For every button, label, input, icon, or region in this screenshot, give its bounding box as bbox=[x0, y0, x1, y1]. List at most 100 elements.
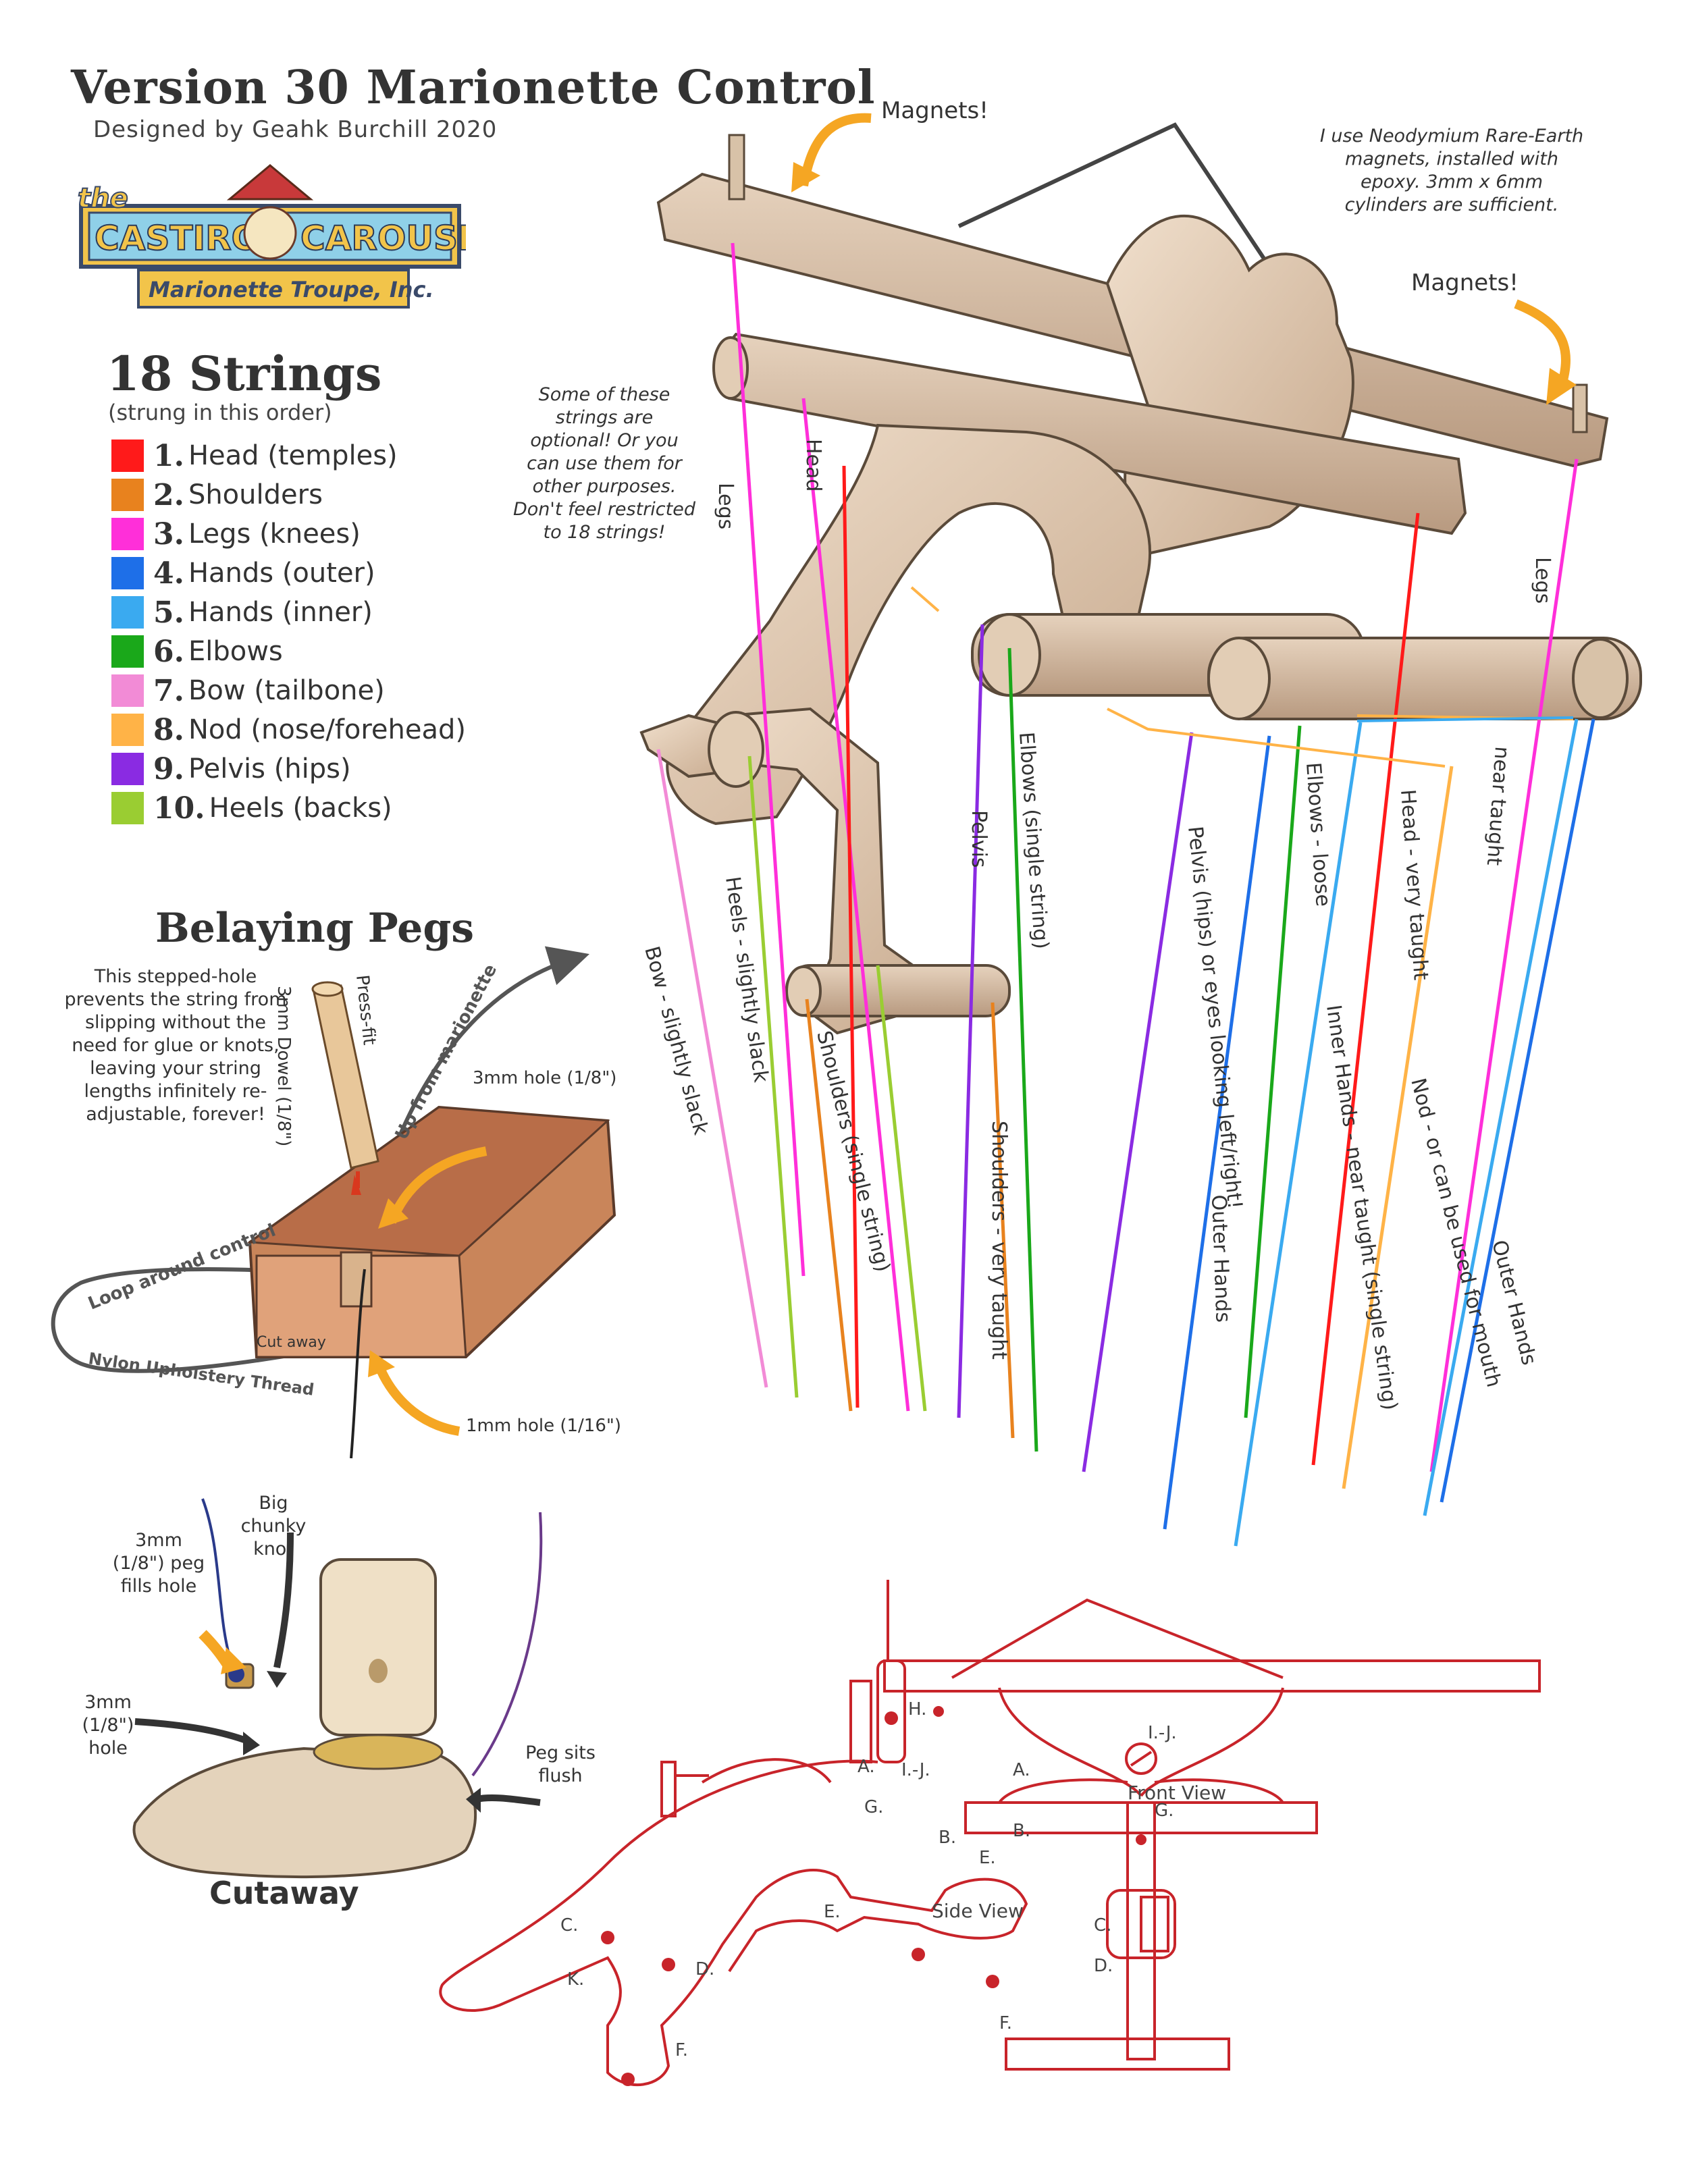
schem-label-ij2: I.-J. bbox=[1148, 1723, 1177, 1743]
dowel-label: 3mm Dowel (1/8") bbox=[273, 986, 294, 1146]
legend-swatch bbox=[111, 596, 144, 629]
hole-1mm-label: 1mm hole (1/16") bbox=[466, 1416, 621, 1436]
strings-heading: 18 Strings bbox=[107, 346, 382, 402]
schem-label-ij1: I.-J. bbox=[901, 1760, 930, 1780]
legend-label: Elbows bbox=[188, 636, 283, 667]
legend-number: 4. bbox=[153, 556, 184, 591]
page-title: Version 30 Marionette Control bbox=[71, 61, 876, 115]
legend-item: 3.Legs (knees) bbox=[111, 516, 361, 552]
legend-item: 10.Heels (backs) bbox=[111, 791, 392, 826]
legend-item: 7.Bow (tailbone) bbox=[111, 674, 385, 708]
legend-number: 5. bbox=[153, 595, 184, 630]
string-head-red bbox=[842, 465, 860, 1408]
optional-strings-note: Some of these strings are optional! Or y… bbox=[513, 384, 695, 543]
legend-swatch bbox=[111, 440, 144, 472]
legend-number: 10. bbox=[153, 791, 205, 826]
cutaway-caption: Cutaway bbox=[209, 1875, 359, 1911]
schem-label-c1: C. bbox=[560, 1915, 578, 1936]
legend-label: Nod (nose/forehead) bbox=[188, 714, 466, 745]
logo-the: the bbox=[78, 183, 128, 214]
legend-item: 1.Head (temples) bbox=[111, 439, 398, 473]
stepped-hole-note: This stepped-hole prevents the string fr… bbox=[64, 966, 287, 1125]
strings-subheading: (strung in this order) bbox=[108, 400, 332, 425]
schematic-drawing: A. A. H. I.-J. I.-J. G. G. B. B. E. E. C… bbox=[439, 1580, 1541, 2087]
schem-label-k: K. bbox=[567, 1969, 584, 1990]
legend-label: Bow (tailbone) bbox=[188, 675, 385, 706]
schem-label-h: H. bbox=[908, 1699, 926, 1720]
designer-credit: Designed by Geahk Burchill 2020 bbox=[93, 116, 498, 143]
legend-swatch bbox=[111, 479, 144, 511]
string-elbows-loose bbox=[1244, 725, 1302, 1418]
schem-label-b2: B. bbox=[939, 1828, 956, 1848]
label-pelvis: Pelvis bbox=[967, 810, 991, 868]
legend-label: Legs (knees) bbox=[188, 518, 361, 550]
schem-label-c2: C. bbox=[1094, 1915, 1111, 1936]
thread-down bbox=[350, 1269, 366, 1459]
legend-item: 2.Shoulders bbox=[111, 478, 323, 512]
schem-label-f1: F. bbox=[675, 2040, 688, 2060]
magnets-label-left: Magnets! bbox=[881, 97, 988, 124]
string-pelvis bbox=[957, 624, 984, 1418]
legend-swatch bbox=[111, 792, 144, 824]
schem-label-g2: G. bbox=[1155, 1801, 1173, 1821]
string-head-left bbox=[801, 398, 910, 1412]
hanging-wire bbox=[957, 122, 1271, 268]
belaying-peg-diagram: 3mm Dowel (1/8") Press-fit Up from mario… bbox=[51, 946, 621, 1459]
legend-swatch bbox=[111, 635, 144, 668]
magnet-note: I use Neodymium Rare-Earth magnets, inst… bbox=[1319, 126, 1584, 215]
string-heels-b bbox=[876, 965, 927, 1412]
magnets-label-right: Magnets! bbox=[1411, 269, 1519, 296]
label-legs-left: Legs bbox=[714, 483, 737, 529]
legend-label: Pelvis (hips) bbox=[188, 753, 351, 784]
foot bbox=[132, 1747, 477, 1879]
legend-item: 9.Pelvis (hips) bbox=[111, 752, 351, 787]
logo-troupe: Marionette Troupe, Inc. bbox=[149, 277, 434, 302]
schem-label-e2: E. bbox=[979, 1848, 996, 1868]
label-legs-right: Legs bbox=[1531, 557, 1554, 604]
legend-swatch bbox=[111, 518, 144, 550]
hole-3mm-label: 3mm hole (1/8") bbox=[473, 1068, 616, 1088]
string-head-very-taught bbox=[1311, 512, 1420, 1466]
label-elbows-loose: Elbows - loose bbox=[1301, 762, 1335, 907]
legend-item: 8.Nod (nose/forehead) bbox=[111, 713, 466, 747]
label-nod: Nod - or can be used for mouth bbox=[1406, 1075, 1506, 1389]
legend-number: 2. bbox=[153, 477, 184, 512]
legend-number: 6. bbox=[153, 634, 184, 669]
legend-swatch bbox=[111, 557, 144, 589]
schem-label-d1: D. bbox=[695, 1959, 714, 1979]
schem-label-e1: E. bbox=[824, 1902, 841, 1922]
legend-label: Hands (outer) bbox=[188, 558, 375, 589]
string-bow bbox=[656, 749, 768, 1388]
schem-label-a1: A. bbox=[858, 1757, 875, 1777]
legend-label: Shoulders bbox=[188, 479, 323, 510]
string-shoulders-taught bbox=[991, 1002, 1015, 1439]
legend-swatch bbox=[111, 674, 144, 707]
string-near-taught bbox=[1423, 718, 1579, 1516]
front-view-label: Front View bbox=[1128, 1782, 1226, 1804]
legend-label: Heels (backs) bbox=[209, 793, 392, 824]
string-elbows-single bbox=[1007, 647, 1038, 1452]
peg-fills-label: 3mm (1/8") peg fills hole bbox=[112, 1530, 205, 1597]
cutaway-diagram: Cutaway bbox=[132, 1498, 543, 1911]
legend-label: Head (temples) bbox=[188, 440, 398, 471]
schem-label-f2: F. bbox=[999, 2013, 1012, 2033]
chunky-knot-label: Big chunky knot bbox=[240, 1493, 307, 1560]
label-shoulders-taught: Shoulders - very taught bbox=[987, 1121, 1011, 1360]
legend-item: 6.Elbows bbox=[111, 634, 283, 669]
cutaway-hole-label: 3mm (1/8") hole bbox=[82, 1692, 134, 1759]
label-outer-hands-left: Outer Hands bbox=[1207, 1194, 1235, 1323]
side-view-label: Side View bbox=[932, 1900, 1024, 1922]
legend-number: 1. bbox=[153, 438, 184, 473]
label-inner-hands: Inner Hands - near taught (single string… bbox=[1321, 1003, 1402, 1412]
legend-number: 3. bbox=[153, 516, 184, 552]
cut-away-label: Cut away bbox=[257, 1334, 326, 1351]
schem-label-g1: G. bbox=[864, 1797, 883, 1817]
legend-item: 5.Hands (inner) bbox=[111, 595, 373, 630]
string-pelvis-hips bbox=[1082, 732, 1194, 1472]
legend-number: 8. bbox=[153, 712, 184, 747]
string-heels-a bbox=[747, 755, 799, 1398]
schem-label-a2: A. bbox=[1013, 1760, 1030, 1780]
legend-number: 7. bbox=[153, 673, 184, 708]
press-fit-label: Press-fit bbox=[352, 974, 379, 1046]
